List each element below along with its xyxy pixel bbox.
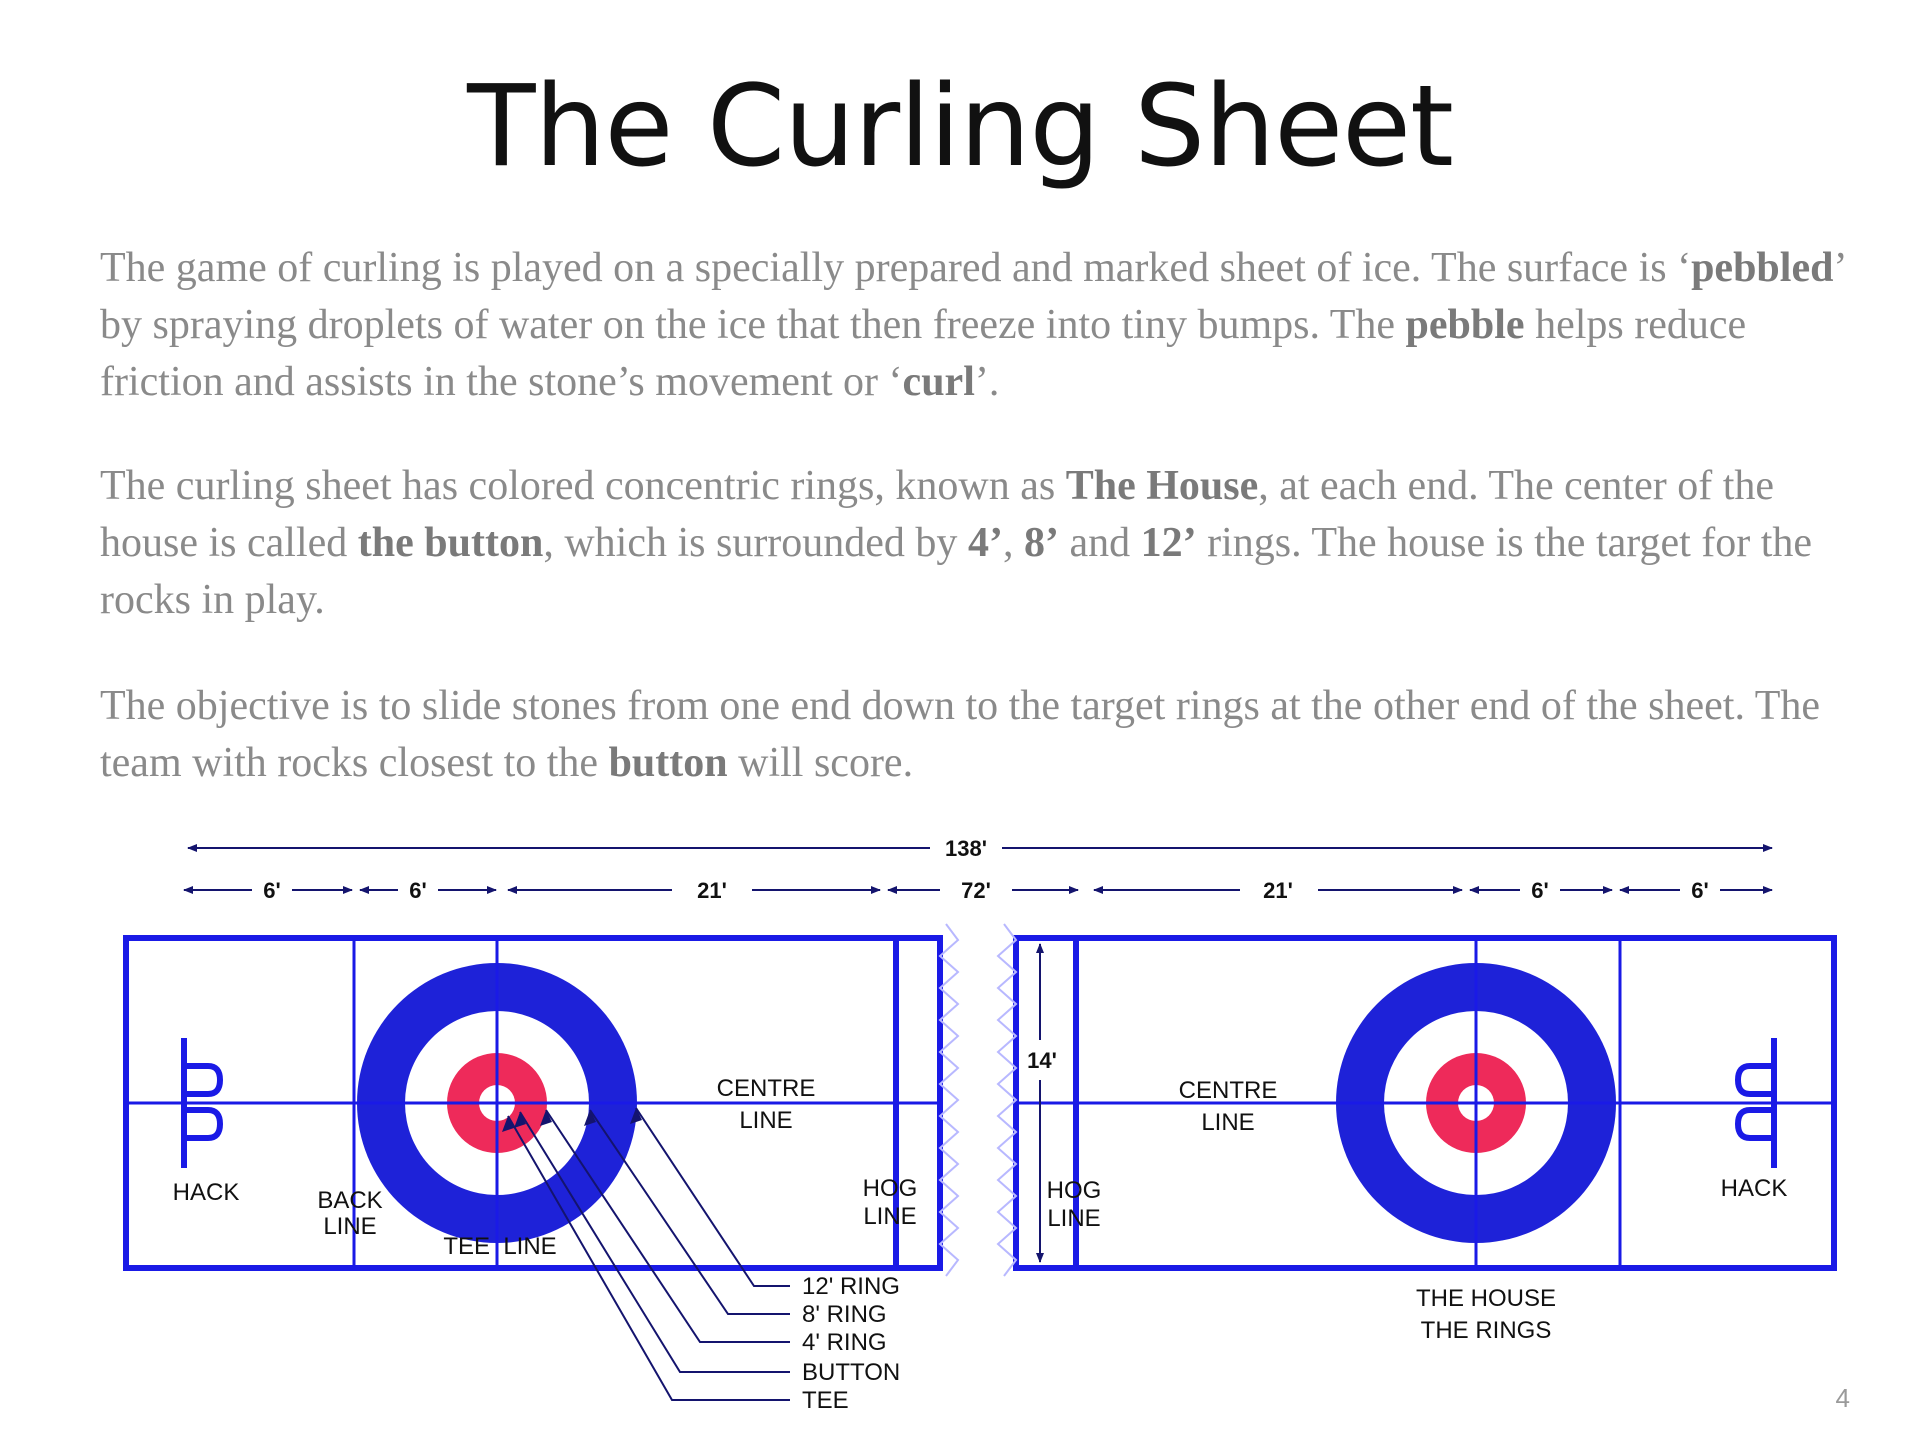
label-hog-line-right-1: HOG	[1047, 1177, 1102, 1204]
page-number: 4	[1835, 1383, 1850, 1413]
label-centre-line-right-2: LINE	[1201, 1109, 1254, 1136]
p2-text: , which is surrounded by	[543, 520, 968, 566]
pointer-tee	[507, 1115, 790, 1401]
p1-text: ’ by spraying droplets of water on the i…	[100, 245, 1845, 348]
dim-left-tee-hog: 21'	[697, 878, 727, 903]
pointer-8ft-ring	[589, 1109, 790, 1315]
pointer-12ft-ring	[635, 1107, 790, 1287]
p1-text: The game of curling is played on a speci…	[100, 245, 1692, 291]
label-button: BUTTON	[802, 1359, 900, 1386]
left-hack-icon	[181, 1038, 224, 1168]
dimension-width: 14'	[1027, 943, 1057, 1263]
term-button: button	[608, 740, 728, 786]
pointer-4ft-ring	[545, 1109, 790, 1343]
paragraph-objective: The objective is to slide stones from on…	[100, 678, 1860, 792]
dim-left-hack-back: 6'	[263, 878, 280, 903]
term-the-button: the button	[357, 520, 544, 566]
label-back-line-2: LINE	[323, 1213, 376, 1240]
p2-text: and	[1058, 520, 1141, 566]
term-8ft: 8’	[1023, 520, 1059, 566]
label-tee-line: TEE LINE	[443, 1233, 556, 1260]
label-hack-left: HACK	[173, 1179, 240, 1206]
ring-pointer-arrowheads	[502, 1108, 642, 1132]
label-the-house: THE HOUSE	[1416, 1285, 1556, 1312]
paragraph-pebble: The game of curling is played on a speci…	[100, 240, 1860, 411]
p2-text: ,	[1002, 520, 1024, 566]
dim-left-back-tee: 6'	[409, 878, 426, 903]
dim-right-tee-back: 6'	[1531, 878, 1548, 903]
p2-text: The curling sheet has colored concentric…	[100, 463, 1066, 509]
right-hack-icon	[1734, 1038, 1777, 1168]
label-8ft-ring: 8' RING	[802, 1301, 887, 1328]
pointer-button	[519, 1111, 790, 1373]
sheet-break-zigzag	[938, 923, 1018, 1277]
label-4ft-ring: 4' RING	[802, 1329, 887, 1356]
dim-right-hog-tee: 21'	[1263, 878, 1293, 903]
p3-text: will score.	[727, 740, 914, 786]
label-back-line-1: BACK	[317, 1187, 382, 1214]
term-the-house: The House	[1065, 463, 1259, 509]
label-hack-right: HACK	[1721, 1175, 1788, 1202]
slide-title: The Curling Sheet	[467, 62, 1454, 192]
left-sheet	[123, 935, 943, 1271]
paragraph-house: The curling sheet has colored concentric…	[100, 458, 1860, 629]
term-12ft: 12’	[1140, 520, 1197, 566]
ring-pointer-lines	[507, 1107, 790, 1401]
p2-text: , at each end. The center of the house i…	[100, 463, 1775, 566]
curling-sheet-diagram: 138' 6' 6' 21' 72' 21' 6' 6'	[123, 836, 1837, 1414]
term-pebble: pebble	[1405, 302, 1525, 348]
term-4ft: 4’	[967, 520, 1003, 566]
dimension-total: 138'	[187, 836, 1773, 861]
label-12ft-ring: 12' RING	[802, 1273, 900, 1300]
p1-text: helps reduce friction and assists in the…	[100, 302, 1747, 405]
label-centre-line-left-2: LINE	[739, 1107, 792, 1134]
right-sheet	[1013, 935, 1837, 1271]
label-hog-line-left-2: LINE	[863, 1203, 916, 1230]
dim-right-back-hack: 6'	[1691, 878, 1708, 903]
label-centre-line-left-1: CENTRE	[717, 1075, 816, 1102]
label-the-rings: THE RINGS	[1421, 1317, 1552, 1344]
p3-text: The objective is to slide stones from on…	[100, 683, 1821, 786]
dim-width-label: 14'	[1027, 1048, 1057, 1073]
dim-between-hogs: 72'	[961, 878, 991, 903]
label-hog-line-right-2: LINE	[1047, 1205, 1100, 1232]
term-pebbled: pebbled	[1691, 245, 1834, 291]
label-tee: TEE	[802, 1387, 849, 1414]
label-hog-line-left-1: HOG	[863, 1175, 918, 1202]
term-curl: curl	[902, 359, 975, 405]
p1-text: ’.	[974, 359, 1000, 405]
p2-text: rings. The house is the target for the r…	[100, 520, 1813, 623]
label-centre-line-right-1: CENTRE	[1179, 1077, 1278, 1104]
dim-total-label: 138'	[945, 836, 987, 861]
